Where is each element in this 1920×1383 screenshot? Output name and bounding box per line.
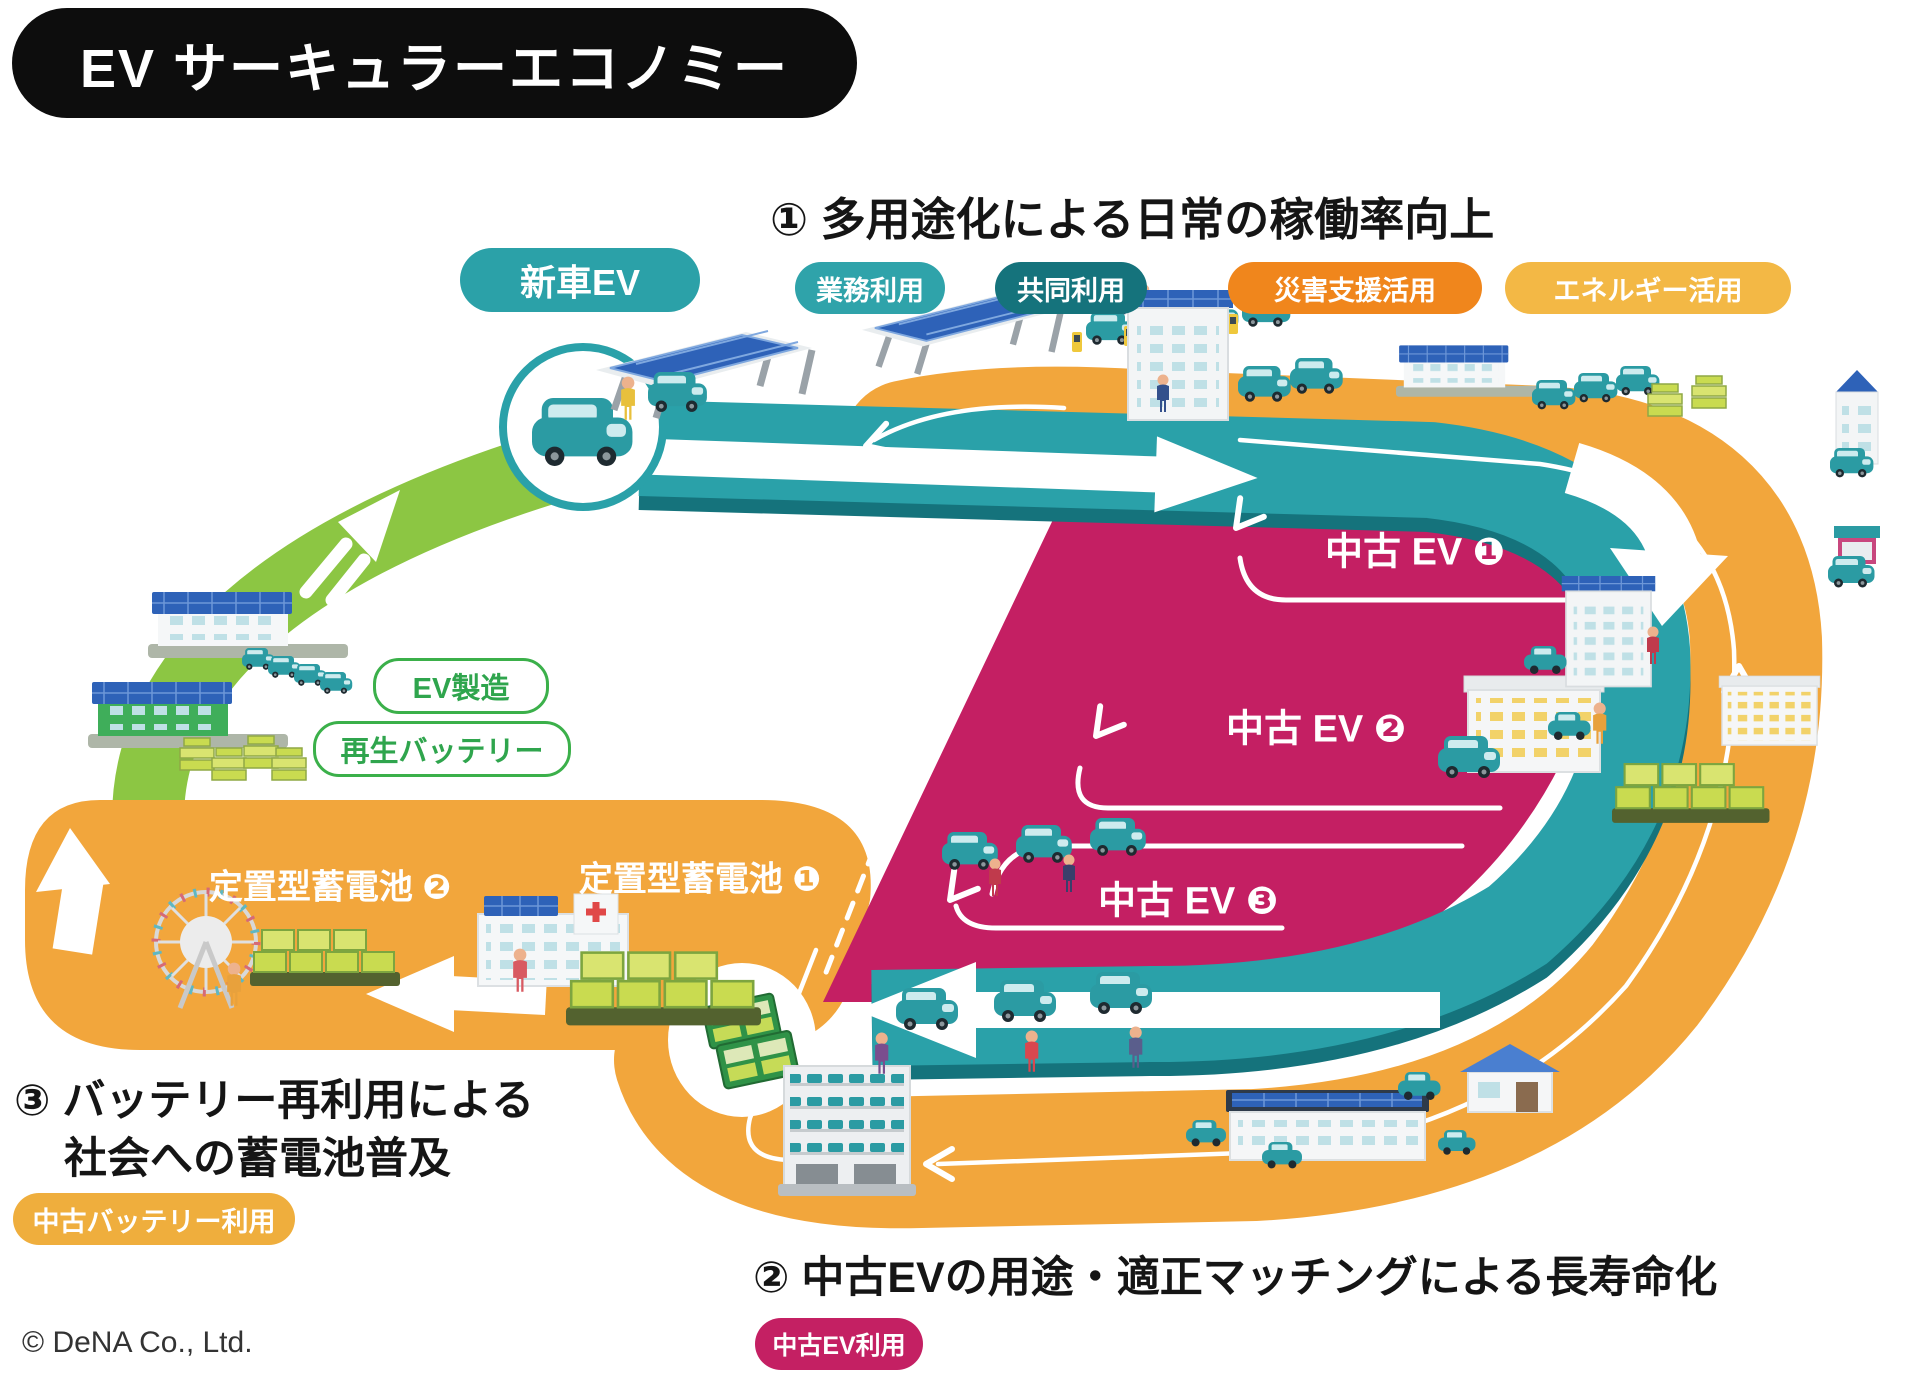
used-ev-area — [823, 505, 1608, 1002]
ev-manufacturing-badge: EV製造 — [373, 658, 549, 714]
heading-battery-reuse-line2: 社会への蓄電池普及 — [64, 1135, 451, 1183]
flow-arrows — [36, 436, 1728, 1058]
copyright-text: © DeNA Co., Ltd. — [22, 1326, 253, 1359]
stationary-battery-1-label: 定置型蓄電池 ❶ — [578, 860, 822, 899]
recycled-battery-badge: 再生バッテリー — [313, 721, 571, 777]
heading-battery-reuse-line1: ③ バッテリー再利用による — [14, 1077, 535, 1125]
disaster-support-badge: 災害支援活用 — [1228, 262, 1482, 314]
used-battery-badge: 中古バッテリー利用 — [13, 1193, 295, 1245]
business-use-badge: 業務利用 — [795, 262, 945, 314]
page-title: EV サーキュラーエコノミー — [12, 8, 857, 118]
shared-use-badge: 共同利用 — [995, 262, 1147, 314]
used-ev-2-label: 中古 EV ❷ — [1226, 708, 1406, 751]
used-ev-badge: 中古EV利用 — [755, 1318, 923, 1370]
energy-use-badge: エネルギー活用 — [1505, 262, 1791, 314]
heading-multiuse: ① 多用途化による日常の稼働率向上 — [770, 194, 1495, 245]
new-ev-badge: 新車EV — [460, 248, 700, 312]
heading-used-ev-matching: ② 中古EVの用途・適正マッチングによる長寿命化 — [753, 1254, 1718, 1302]
used-ev-3-label: 中古 EV ❸ — [1098, 880, 1278, 923]
stationary-battery-2-label: 定置型蓄電池 ❷ — [208, 868, 452, 907]
used-ev-1-label: 中古 EV ❶ — [1325, 531, 1505, 574]
